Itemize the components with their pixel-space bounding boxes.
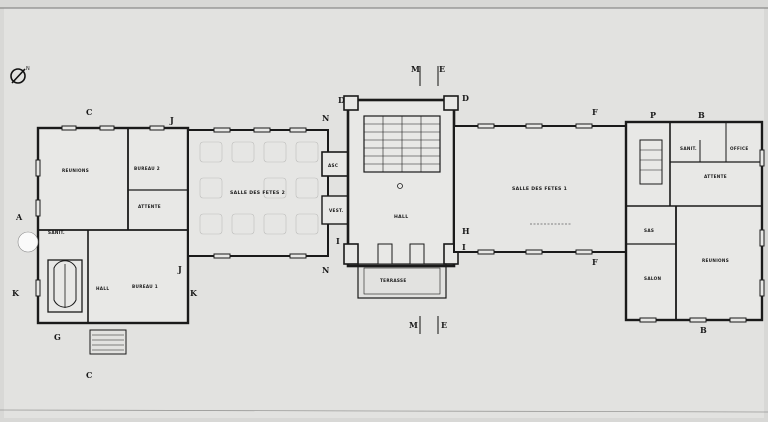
room-label-reunions-right: REUNIONS <box>702 258 729 263</box>
section-mark-f-bottom: F <box>592 257 598 267</box>
section-mark-d-top: D <box>338 95 345 105</box>
room-label-hall-left: HALL <box>96 286 109 291</box>
salle-fetes-2-block <box>187 127 349 259</box>
room-label-sanit-right: SANIT. <box>680 146 697 151</box>
section-mark-m-top: M <box>411 64 420 74</box>
room-label-attente-right: ATTENTE <box>704 174 727 179</box>
section-mark-k-left: K <box>12 288 20 298</box>
room-label-bureau-2: BUREAU 2 <box>134 166 160 171</box>
section-marks: M E M E D D F F P B B A K K C C G J J N … <box>12 64 707 380</box>
section-mark-h: H <box>462 226 470 236</box>
section-mark-n-bottom: N <box>322 265 329 275</box>
section-mark-g: G <box>54 332 61 342</box>
section-mark-n-top: N <box>322 113 329 123</box>
section-mark-i-left: I <box>336 236 340 246</box>
section-mark-a: A <box>15 212 23 222</box>
room-label-sanit-left: SANIT. <box>48 230 65 235</box>
room-label-vest: VEST. <box>329 208 344 213</box>
section-mark-f-top: F <box>592 107 598 117</box>
punch-hole-icon <box>17 231 39 253</box>
section-mark-c-bottom: C <box>86 370 92 380</box>
section-mark-j-top: J <box>169 115 174 125</box>
room-label-salle-fetes-2: SALLE DES FETES 2 <box>230 190 285 196</box>
room-label-hall-center: HALL <box>394 214 408 220</box>
room-labels: REUNIONS BUREAU 2 ATTENTE SALLE DES FETE… <box>48 146 749 291</box>
section-mark-b-top: B <box>698 110 705 120</box>
section-mark-b-bottom: B <box>700 325 707 335</box>
svg-text:N: N <box>26 66 30 72</box>
room-label-office: OFFICE <box>730 146 749 151</box>
section-mark-c-top: C <box>86 107 92 117</box>
section-mark-d-right: D <box>462 93 469 103</box>
room-label-salon: SALON <box>644 276 662 281</box>
north-arrow-icon: N <box>10 66 30 84</box>
section-mark-e-bottom: E <box>441 320 447 330</box>
section-mark-j-bottom: J <box>177 264 182 274</box>
section-mark-k-right: K <box>190 288 198 298</box>
central-hall-block <box>343 95 459 299</box>
room-label-salle-fetes-1: SALLE DES FETES 1 <box>512 186 567 192</box>
salle-fetes-1-block <box>453 123 627 255</box>
right-wing <box>624 120 765 323</box>
room-label-sas: SAS <box>644 228 654 233</box>
section-mark-m-bottom: M <box>409 320 418 330</box>
section-mark-p-top: P <box>650 110 656 120</box>
room-label-reunions-left: REUNIONS <box>62 168 89 173</box>
room-label-attente-left: ATTENTE <box>138 204 161 209</box>
left-wing <box>35 125 190 355</box>
section-mark-e-top: E <box>439 64 445 74</box>
room-label-terrasse: TERRASSE <box>380 278 407 283</box>
room-label-asc: ASC <box>328 163 338 168</box>
section-mark-i: I <box>462 242 466 252</box>
room-label-bureau-1: BUREAU 1 <box>132 284 158 289</box>
